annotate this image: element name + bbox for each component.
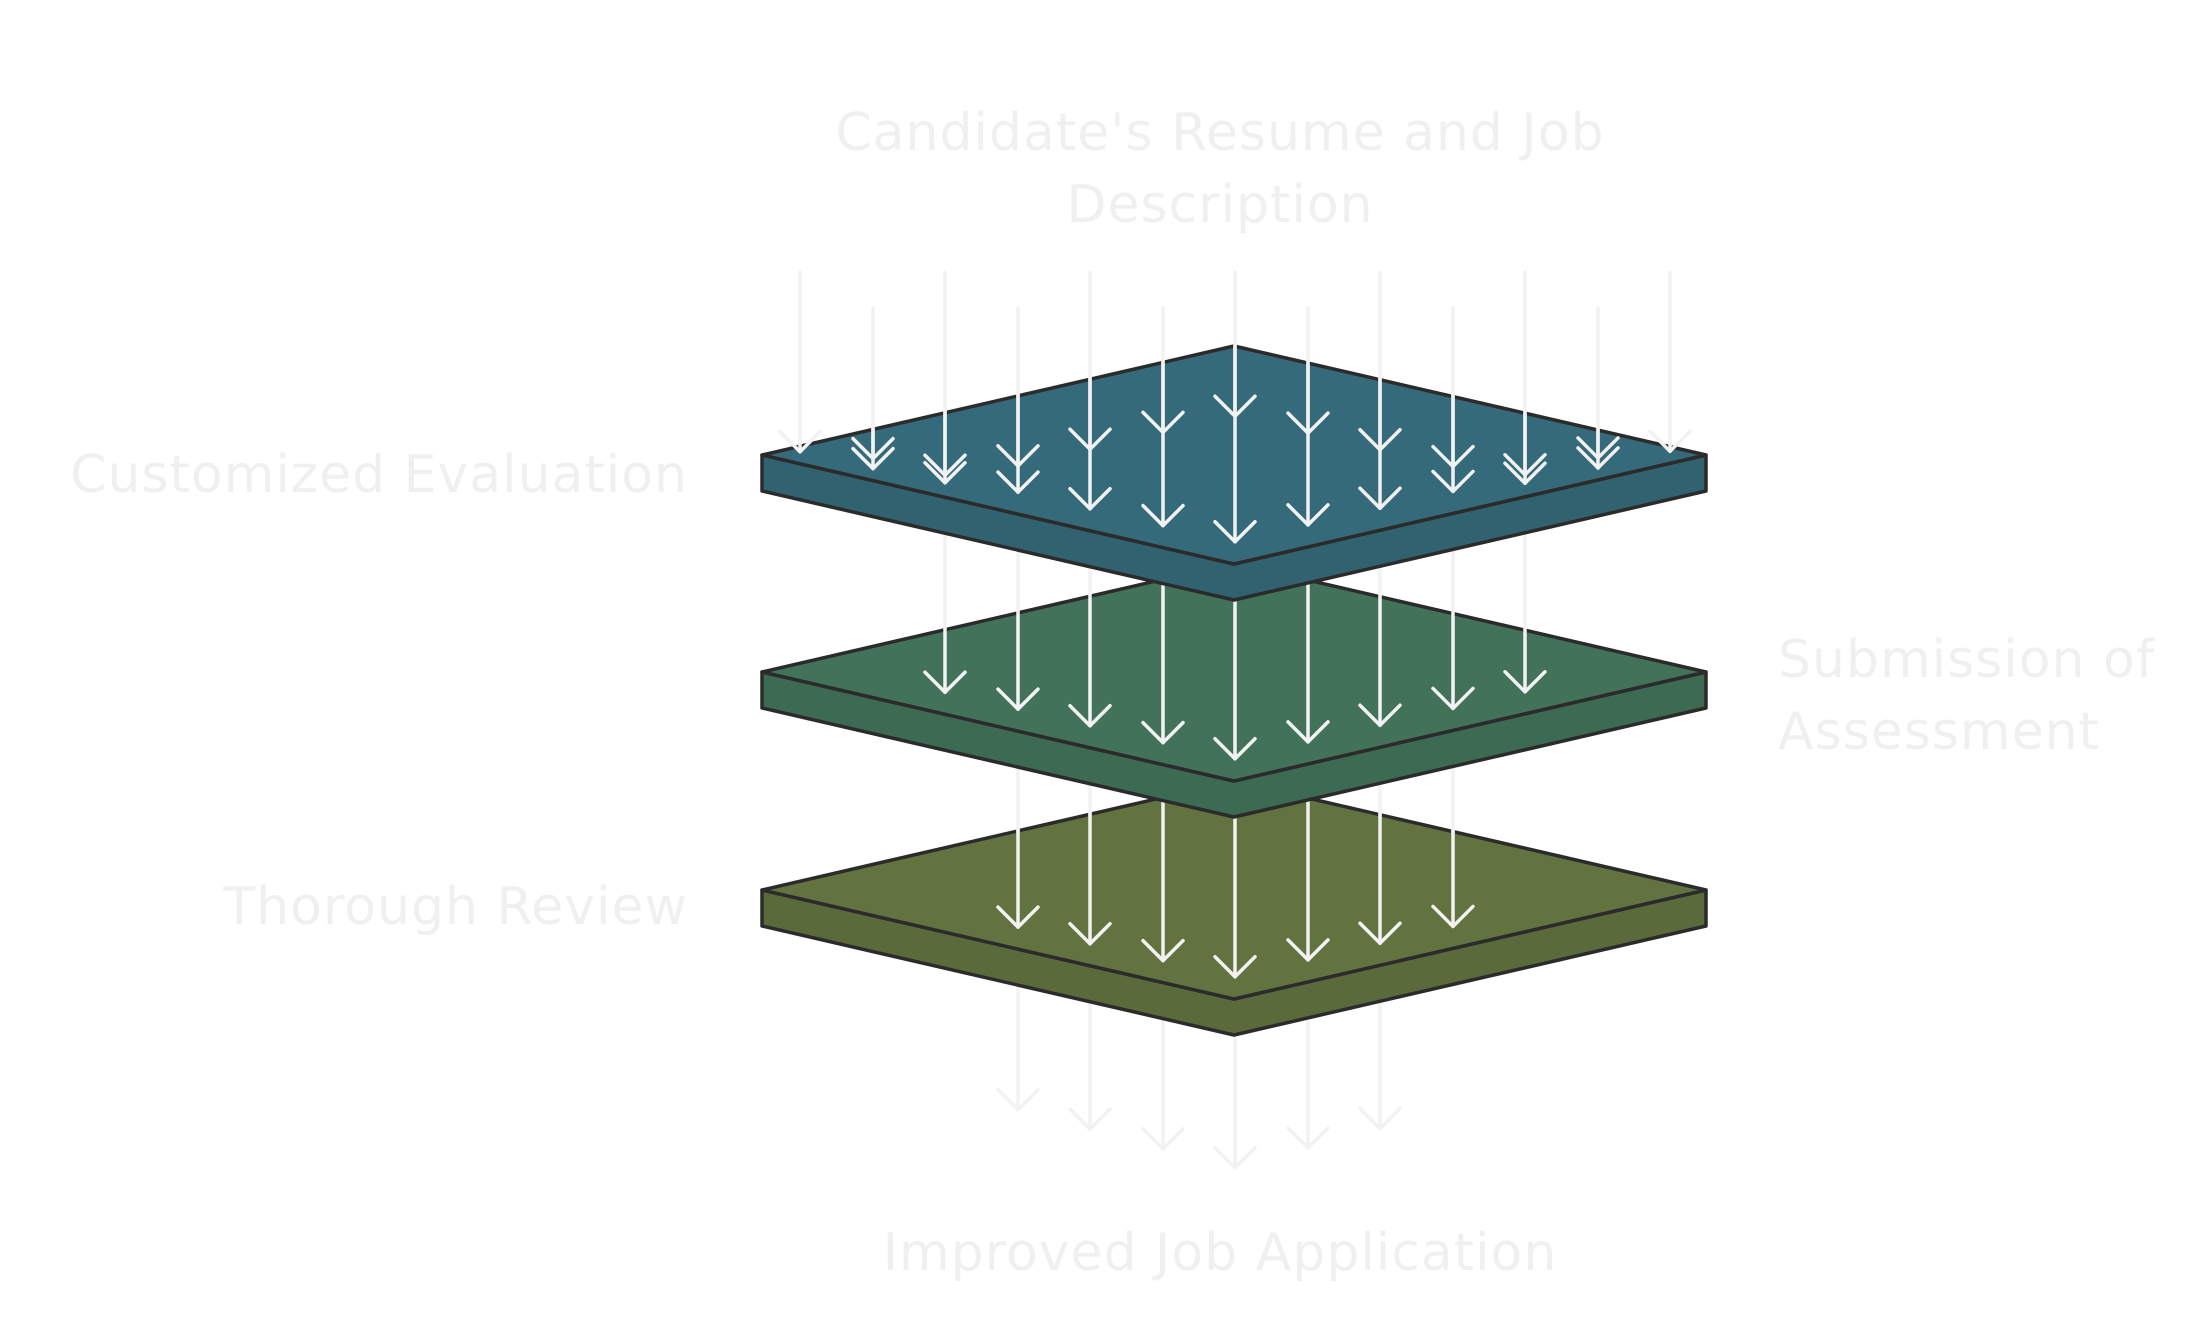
input-arrow — [778, 270, 822, 454]
arrow-head — [1213, 1145, 1257, 1170]
arrow-head — [1358, 921, 1402, 946]
arrow-head — [1068, 703, 1112, 728]
output-arrow — [1141, 1012, 1185, 1151]
flow-arrow — [1068, 810, 1112, 946]
arrow-head — [1358, 703, 1402, 728]
arrow-head — [851, 446, 895, 471]
input-arrow — [1503, 270, 1547, 485]
arrow-head — [1286, 1126, 1330, 1150]
arrow-head — [1503, 461, 1547, 485]
flow-arrow — [1358, 810, 1402, 946]
input-arrow — [1358, 270, 1402, 452]
arrow-head — [1431, 469, 1475, 494]
layer-label-line2: Assessment — [1778, 701, 2100, 762]
arrow-head — [1648, 429, 1692, 454]
input-arrow — [923, 270, 967, 485]
flow-arrow — [1358, 592, 1402, 728]
layer-label-customized-evaluation: Customized Evaluation — [70, 445, 688, 505]
flow-arrow — [923, 625, 967, 695]
flow-arrow — [1431, 827, 1475, 929]
arrow-head — [1068, 1107, 1112, 1131]
input-arrow — [851, 306, 895, 471]
input-arrow — [1431, 306, 1475, 469]
arrow-head — [1213, 737, 1257, 761]
flow-arrow — [1503, 626, 1547, 694]
flow-arrow — [996, 609, 1040, 711]
input-label-line1: Candidate's Resume and Job — [835, 103, 1605, 163]
flow-arrow — [996, 827, 1040, 929]
output-arrow — [996, 979, 1040, 1112]
arrow-head — [996, 470, 1040, 494]
arrow-head — [1068, 486, 1112, 511]
arrow-head — [923, 460, 967, 485]
flow-arrow — [1286, 576, 1330, 744]
arrow-head — [996, 905, 1040, 929]
arrow-head — [1286, 411, 1330, 435]
arrow-head — [1141, 720, 1185, 745]
arrow-head — [1213, 520, 1257, 544]
arrow-head — [923, 670, 967, 695]
arrow-head — [996, 687, 1040, 711]
layer-label-line1: Submission of — [1778, 630, 2156, 690]
arrow-head — [1141, 410, 1185, 435]
layer-label-thorough-review: Thorough Review — [223, 877, 688, 937]
input-arrow — [1213, 270, 1257, 418]
arrow-head — [1068, 427, 1112, 452]
arrow-head — [1358, 486, 1402, 511]
output-arrows — [996, 979, 1402, 1170]
flow-arrow — [1431, 609, 1475, 711]
arrow-head — [1068, 921, 1112, 946]
plate-layer-2 — [760, 559, 1708, 819]
arrow-head — [1431, 686, 1475, 711]
input-label: Candidate's Resume and Job Description — [780, 98, 1660, 242]
output-arrow — [1068, 995, 1112, 1131]
flow-arrow — [1141, 575, 1185, 745]
output-arrow — [1358, 995, 1402, 1131]
output-label: Improved Job Application — [882, 1223, 1558, 1283]
output-arrow — [1213, 1029, 1257, 1170]
flow-arrow — [1068, 592, 1112, 728]
input-arrow — [1068, 270, 1112, 452]
arrow-head — [1503, 670, 1547, 694]
arrow-head — [1141, 1127, 1185, 1151]
arrow-head — [1286, 720, 1330, 744]
arrow-head — [1576, 446, 1620, 470]
output-arrow — [1286, 1012, 1330, 1150]
flow-arrow — [1141, 793, 1185, 963]
input-arrow — [1286, 306, 1330, 435]
input-arrows — [778, 270, 1692, 485]
flow-arrow — [1286, 794, 1330, 962]
arrow-head — [1358, 1106, 1402, 1131]
arrow-head — [996, 1087, 1040, 1112]
arrow-head — [1141, 503, 1185, 528]
input-arrow — [996, 306, 1040, 468]
input-arrow — [1648, 270, 1692, 454]
arrow-head — [1358, 427, 1402, 452]
input-arrow — [1141, 306, 1185, 435]
arrow-head — [1213, 394, 1257, 418]
arrow-head — [778, 430, 822, 454]
arrow-head — [996, 444, 1040, 468]
arrow-head — [1431, 904, 1475, 929]
arrow-head — [1286, 938, 1330, 962]
arrow-head — [1213, 955, 1257, 979]
arrow-head — [1286, 503, 1330, 527]
input-arrow — [1576, 306, 1620, 470]
layer-label-submission-of-assessment: Submission of Assessment — [1778, 625, 2155, 769]
input-label-line2: Description — [1066, 174, 1374, 235]
arrow-head — [1141, 938, 1185, 963]
arrow-head — [1431, 444, 1475, 469]
